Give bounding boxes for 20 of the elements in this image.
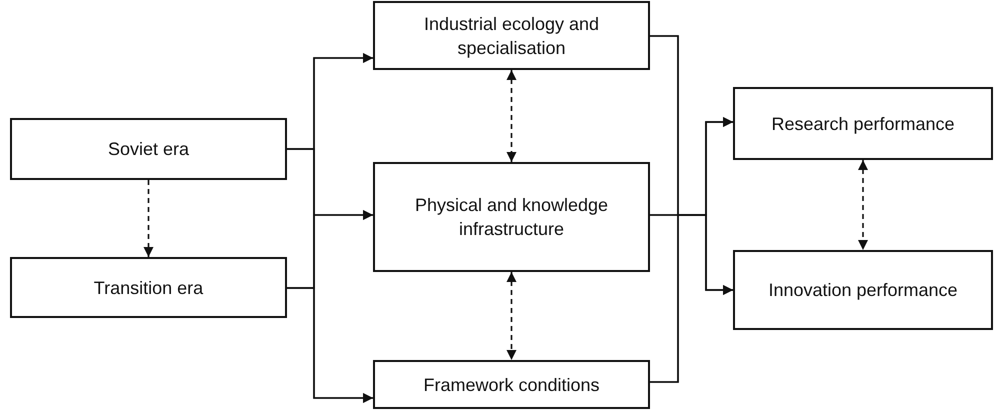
box-label: Innovation performance [767, 279, 959, 302]
arrow [506, 70, 516, 162]
process-box [733, 87, 993, 160]
arrow [287, 287, 373, 403]
process-box [373, 1, 650, 70]
process-box [373, 162, 650, 272]
box-label: Soviet era [106, 138, 190, 161]
arrow [650, 214, 733, 383]
box-label: Industrial ecology and specialisation [422, 12, 600, 60]
box-label: Research performance [770, 112, 956, 136]
arrow [144, 180, 154, 257]
process-box [373, 360, 650, 409]
process-box [10, 257, 287, 318]
box-label: Physical and knowledge infrastructure [414, 194, 610, 241]
box-label: Framework conditions [422, 374, 601, 396]
process-box [733, 250, 993, 330]
process-box [10, 118, 287, 180]
arrow [858, 160, 868, 250]
arrow [506, 272, 516, 360]
box-label: Transition era [92, 276, 204, 300]
